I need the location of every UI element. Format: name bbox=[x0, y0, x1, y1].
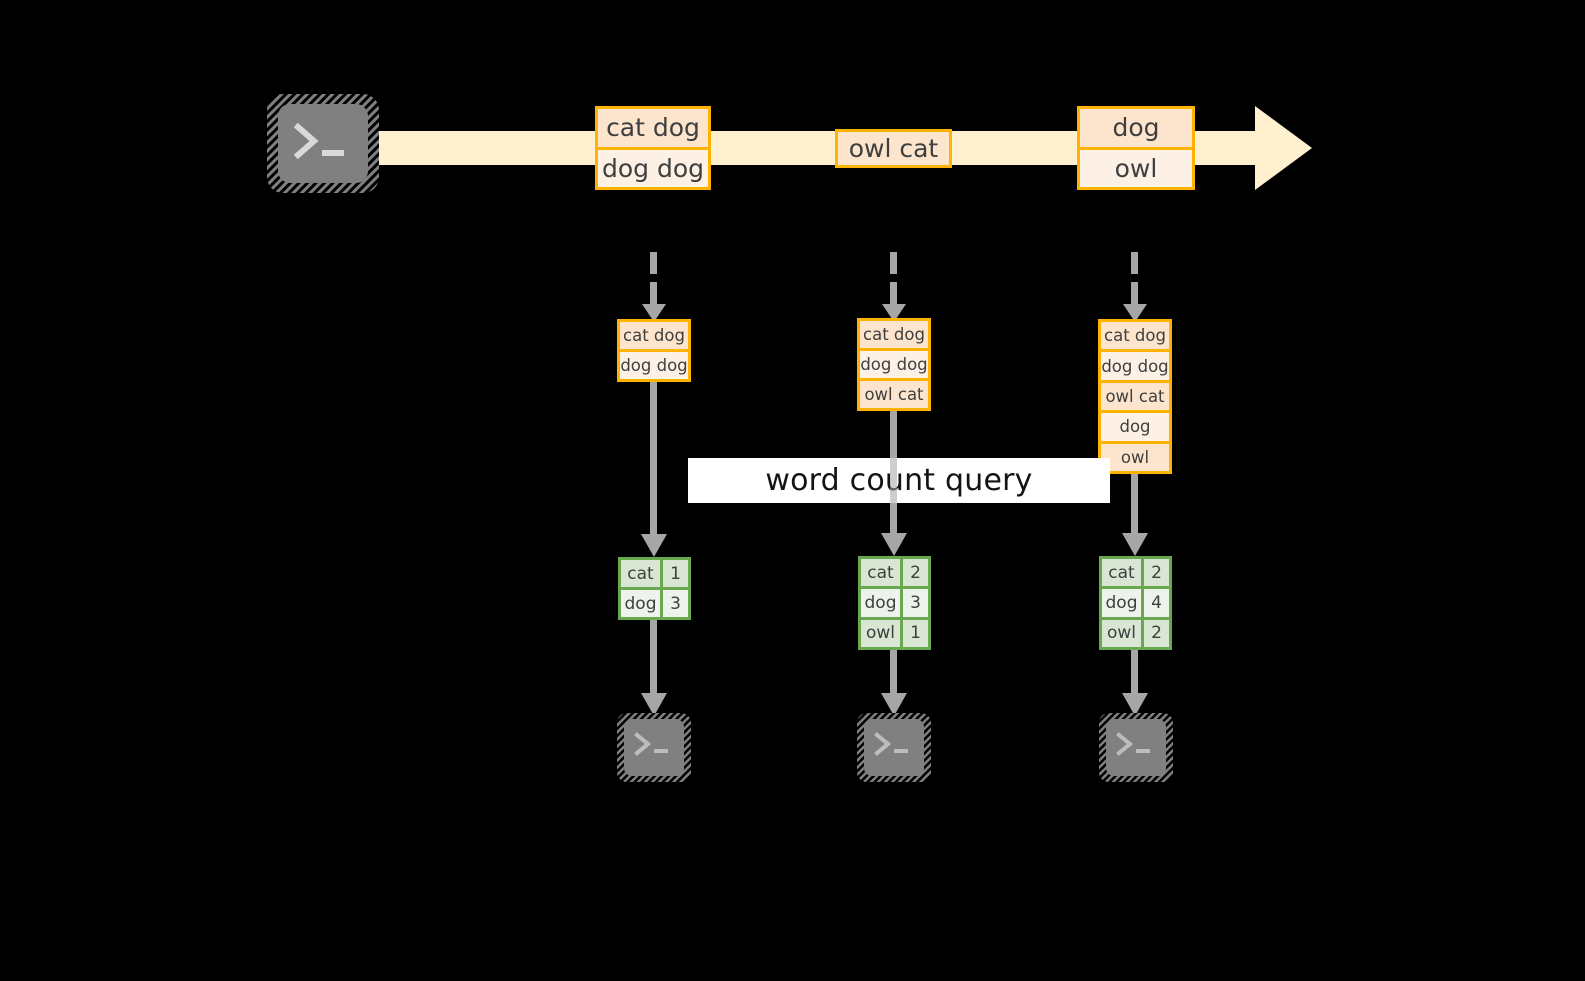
accumulated-line: owl cat bbox=[860, 381, 928, 408]
query-arrow-3 bbox=[1122, 474, 1148, 556]
result-word: cat bbox=[621, 560, 663, 587]
record-line: owl bbox=[1080, 149, 1192, 187]
feed-arrow-3 bbox=[1123, 252, 1147, 322]
sink-arrow-1 bbox=[641, 620, 667, 716]
result-count: 2 bbox=[903, 559, 928, 587]
accumulated-line: owl bbox=[1101, 443, 1169, 472]
stream-record-batch-3[interactable]: dog owl bbox=[1077, 106, 1195, 190]
result-count: 1 bbox=[663, 560, 688, 587]
result-count: 1 bbox=[903, 619, 928, 647]
result-word: owl bbox=[1102, 619, 1144, 647]
result-count: 3 bbox=[903, 589, 928, 617]
record-line: dog bbox=[1080, 109, 1192, 150]
accumulated-line: cat dog bbox=[860, 321, 928, 351]
result-count: 4 bbox=[1144, 589, 1169, 617]
result-table-3[interactable]: cat 2 dog 4 owl 2 bbox=[1099, 556, 1172, 650]
table-row: cat 1 bbox=[621, 560, 688, 590]
table-row: owl 1 bbox=[861, 619, 928, 647]
record-line: dog dog bbox=[598, 149, 708, 187]
accumulated-stream-snapshot-2[interactable]: cat dog dog dog owl cat bbox=[857, 318, 931, 411]
result-word: cat bbox=[1102, 559, 1144, 587]
table-row: dog 3 bbox=[621, 590, 688, 617]
record-line: owl cat bbox=[838, 132, 949, 165]
result-word: cat bbox=[861, 559, 903, 587]
sink-terminal-icon-3 bbox=[1099, 713, 1173, 782]
result-count: 3 bbox=[663, 590, 688, 617]
table-row: owl 2 bbox=[1102, 619, 1169, 647]
result-table-2[interactable]: cat 2 dog 3 owl 1 bbox=[858, 556, 931, 650]
stream-record-batch-1[interactable]: cat dog dog dog bbox=[595, 106, 711, 190]
feed-arrow-1 bbox=[642, 252, 666, 322]
sink-arrow-2 bbox=[881, 650, 907, 716]
accumulated-line: dog dog bbox=[860, 351, 928, 381]
result-word: dog bbox=[1102, 589, 1144, 617]
accumulated-line: dog bbox=[1101, 413, 1169, 444]
accumulated-line: dog dog bbox=[620, 352, 688, 379]
record-line: cat dog bbox=[598, 109, 708, 150]
query-arrow-1 bbox=[641, 382, 667, 557]
result-word: owl bbox=[861, 619, 903, 647]
sink-arrow-3 bbox=[1122, 650, 1148, 716]
result-count: 2 bbox=[1144, 559, 1169, 587]
table-row: dog 4 bbox=[1102, 589, 1169, 620]
table-row: cat 2 bbox=[861, 559, 928, 590]
accumulated-line: cat dog bbox=[1101, 322, 1169, 353]
accumulated-line: dog dog bbox=[1101, 352, 1169, 383]
sink-terminal-icon-2 bbox=[857, 713, 931, 782]
table-row: dog 3 bbox=[861, 589, 928, 620]
accumulated-line: cat dog bbox=[620, 322, 688, 352]
result-word: dog bbox=[861, 589, 903, 617]
accumulated-stream-snapshot-1[interactable]: cat dog dog dog bbox=[617, 319, 691, 382]
result-word: dog bbox=[621, 590, 663, 617]
feed-arrow-2 bbox=[882, 252, 906, 322]
stream-record-batch-2[interactable]: owl cat bbox=[835, 129, 952, 168]
sink-terminal-icon-1 bbox=[617, 713, 691, 782]
accumulated-line: owl cat bbox=[1101, 382, 1169, 414]
query-banner: word count query bbox=[688, 458, 1110, 503]
result-count: 2 bbox=[1144, 619, 1169, 647]
result-table-1[interactable]: cat 1 dog 3 bbox=[618, 557, 691, 620]
stream-source-terminal-icon bbox=[267, 94, 379, 193]
query-banner-label: word count query bbox=[765, 463, 1033, 498]
accumulated-stream-snapshot-3[interactable]: cat dog dog dog owl cat dog owl bbox=[1098, 319, 1172, 474]
table-row: cat 2 bbox=[1102, 559, 1169, 590]
